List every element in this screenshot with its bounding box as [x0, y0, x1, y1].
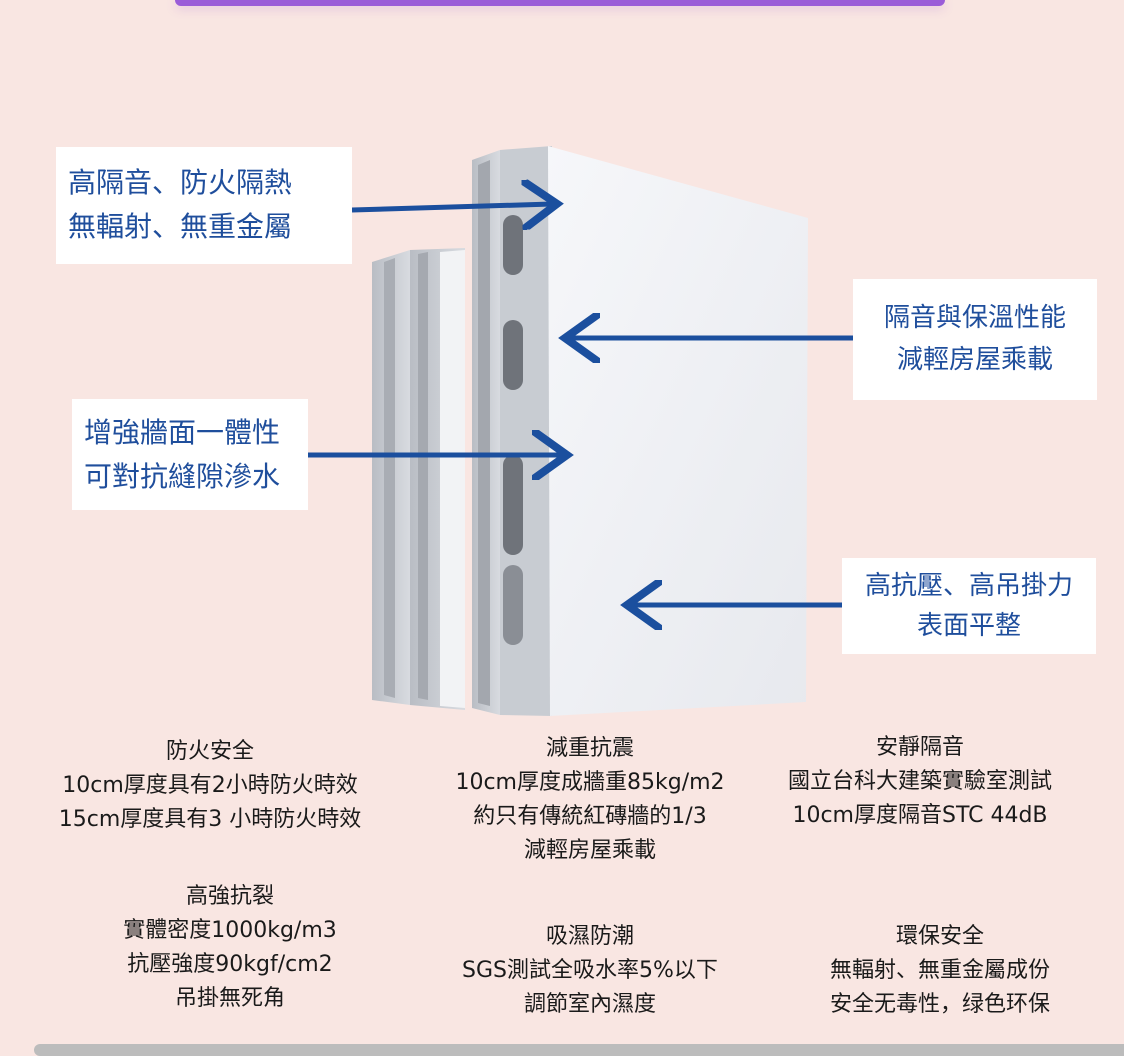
feature-line: 國立台科大建築實驗室測試: [787, 769, 1052, 794]
feature-title: 安靜隔音: [875, 735, 964, 760]
feature-line: 10cm厚度隔音STC 44dB: [792, 803, 1048, 828]
feature-line: 抗壓強度90kgf/cm2: [127, 952, 333, 977]
feature-line: 15cm厚度具有3 小時防火時效: [58, 807, 362, 832]
feature-fire-safety: 防火安全 10cm厚度具有2小時防火時效 15cm厚度具有3 小時防火時效: [20, 735, 400, 837]
top-accent-bar: [175, 0, 945, 6]
feature-title: 防火安全: [165, 739, 254, 764]
feature-title: 高強抗裂: [185, 884, 274, 909]
feature-line: 減輕房屋乘載: [523, 838, 656, 863]
callout-line: 可對抗縫隙滲水: [84, 460, 281, 493]
feature-line: 10cm厚度具有2小時防火時效: [62, 773, 358, 798]
main-panel-face: [548, 146, 808, 716]
callout-line: 高隔音、防火隔熱: [68, 166, 293, 199]
feature-line: 安全无毒性，绿色环保: [829, 992, 1050, 1017]
main-panel-edge: [472, 146, 552, 716]
callout-line: 減輕房屋乘載: [896, 345, 1053, 375]
feature-crack-resistant: 高強抗裂 實體密度1000kg/m3 抗壓強度90kgf/cm2 吊掛無死角: [40, 880, 420, 1016]
callout-integrity: 增強牆面一體性 可對抗縫隙滲水: [72, 399, 308, 510]
feature-line: 10cm厚度成牆重85kg/m2: [455, 770, 725, 795]
callout-line: 無輻射、無重金屬: [68, 210, 293, 243]
feature-title: 吸濕防潮: [545, 924, 634, 949]
callout-line: 高抗壓、高吊掛力: [864, 571, 1073, 601]
callout-line: 增強牆面一體性: [84, 416, 281, 449]
feature-line: 調節室內濕度: [523, 992, 656, 1017]
feature-title: 減重抗震: [545, 736, 634, 761]
feature-line: SGS測試全吸水率5%以下: [462, 958, 718, 983]
callout-soundproof-fireproof: 高隔音、防火隔熱 無輻射、無重金屬: [56, 147, 352, 264]
callout-compression: 高抗壓、高吊掛力 表面平整: [842, 558, 1096, 654]
callout-insulation: 隔音與保溫性能 減輕房屋乘載: [853, 279, 1097, 400]
feature-quiet: 安靜隔音 國立台科大建築實驗室測試 10cm厚度隔音STC 44dB: [730, 731, 1110, 833]
callout-line: 隔音與保溫性能: [883, 303, 1066, 333]
back-panel-small: [372, 248, 465, 710]
feature-lightweight: 減重抗震 10cm厚度成牆重85kg/m2 約只有傳統紅磚牆的1/3 減輕房屋乘…: [400, 732, 780, 868]
callout-line: 表面平整: [916, 611, 1021, 641]
feature-line: 吊掛無死角: [174, 986, 285, 1011]
horizontal-scrollbar[interactable]: [34, 1044, 1124, 1056]
feature-line: 無輻射、無重金屬成份: [829, 958, 1050, 983]
arrow-1: [351, 204, 552, 210]
feature-moisture: 吸濕防潮 SGS測試全吸水率5%以下 調節室內濕度: [400, 920, 780, 1022]
feature-line: 約只有傳統紅磚牆的1/3: [473, 804, 707, 829]
feature-line: 實體密度1000kg/m3: [123, 918, 337, 943]
feature-eco-safe: 環保安全 無輻射、無重金屬成份 安全无毒性，绿色环保: [750, 920, 1124, 1022]
feature-title: 環保安全: [895, 924, 984, 949]
